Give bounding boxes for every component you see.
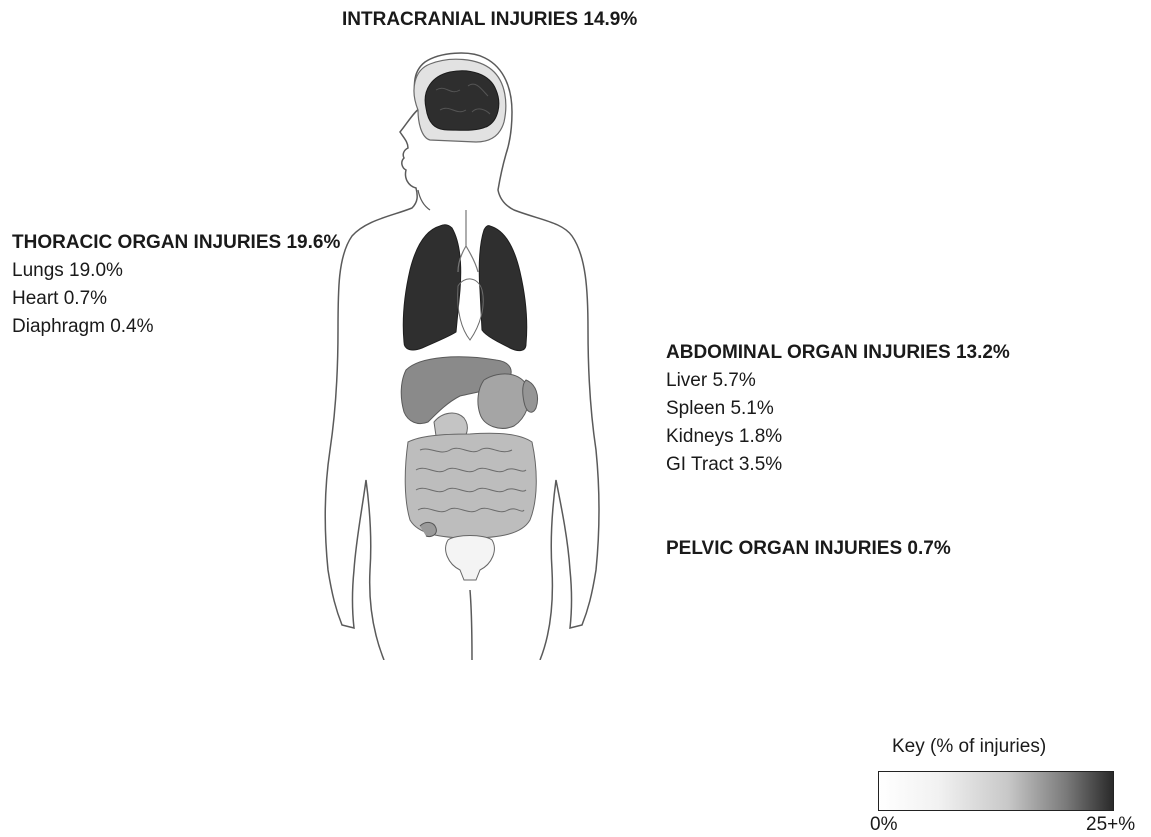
color-key: Key (% of injuries) 0% 25+% [860, 733, 1145, 837]
appendix [420, 522, 436, 536]
thoracic-label-block: THORACIC ORGAN INJURIES 19.6% Lungs 19.0… [12, 229, 340, 341]
intracranial-title: INTRACRANIAL INJURIES 14.9% [342, 6, 637, 34]
pelvic-title: PELVIC ORGAN INJURIES 0.7% [666, 535, 951, 563]
right-lung [479, 226, 527, 351]
inner-leg-line [470, 590, 472, 660]
thoracic-item-diaphragm: Diaphragm 0.4% [12, 313, 340, 341]
bladder [446, 536, 495, 581]
stomach [478, 374, 529, 428]
intracranial-label-block: INTRACRANIAL INJURIES 14.9% [342, 6, 637, 34]
abdominal-title: ABDOMINAL ORGAN INJURIES 13.2% [666, 339, 1010, 367]
thoracic-item-lungs: Lungs 19.0% [12, 257, 340, 285]
abdominal-item-liver: Liver 5.7% [666, 367, 1010, 395]
left-lung [403, 225, 460, 350]
trachea [458, 210, 478, 272]
neck-line [418, 190, 430, 210]
brain [425, 71, 499, 131]
pelvic-label-block: PELVIC ORGAN INJURIES 0.7% [666, 535, 951, 563]
key-min-label: 0% [870, 813, 897, 837]
abdominal-item-gi-tract: GI Tract 3.5% [666, 451, 1010, 479]
abdominal-item-spleen: Spleen 5.1% [666, 395, 1010, 423]
key-gradient-bar [878, 771, 1114, 811]
abdominal-label-block: ABDOMINAL ORGAN INJURIES 13.2% Liver 5.7… [666, 339, 1010, 479]
body-silhouette-figure [300, 50, 600, 660]
thoracic-title: THORACIC ORGAN INJURIES 19.6% [12, 229, 340, 257]
key-title: Key (% of injuries) [892, 733, 1046, 761]
body-outline [415, 53, 599, 660]
thoracic-item-heart: Heart 0.7% [12, 285, 340, 313]
abdominal-item-kidneys: Kidneys 1.8% [666, 423, 1010, 451]
key-max-label: 25+% [1086, 813, 1135, 837]
